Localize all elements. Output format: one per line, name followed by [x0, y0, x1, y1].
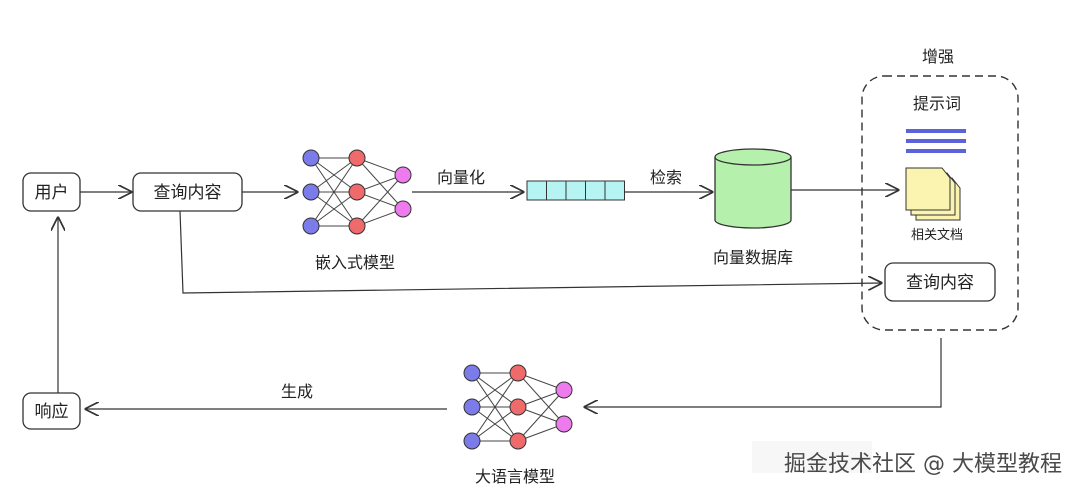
response-node: 响应 — [22, 392, 81, 430]
vector-db-cylinder — [714, 148, 792, 229]
embedding-input-neuron — [302, 183, 320, 201]
watermark-text: 掘金技术社区 @ 大模型教程 — [784, 452, 1062, 477]
embedding-model-label: 嵌入式模型 — [315, 253, 395, 272]
embedding-connection — [310, 157, 358, 193]
llm-connection — [471, 406, 519, 442]
query-left-node: 查询内容 — [132, 172, 243, 212]
embedding-output-neuron — [394, 200, 412, 218]
query-right-label: 查询内容 — [906, 273, 974, 293]
augment-container — [861, 75, 1019, 331]
embedding-output-neuron — [394, 166, 412, 184]
documents-icon — [905, 167, 961, 221]
llm-input-neuron — [463, 398, 481, 416]
vector-cell — [585, 180, 606, 201]
watermark: 掘金技术社区 @ 大模型教程 — [752, 441, 1062, 477]
embedding-hidden-neuron — [348, 149, 366, 167]
llm-connection — [471, 372, 519, 408]
llm-connection — [517, 389, 565, 442]
user-label: 用户 — [35, 183, 69, 203]
vector-db-label: 向量数据库 — [713, 248, 793, 267]
related-docs-label: 相关文档 — [911, 228, 963, 243]
embedding-hidden-neuron — [348, 183, 366, 201]
prompt-lines-icon — [906, 129, 966, 153]
vector-cell — [565, 180, 586, 201]
vector — [526, 180, 625, 201]
query-right-node: 查询内容 — [884, 262, 996, 302]
embedding-input-neuron — [302, 217, 320, 235]
vector-cell — [604, 180, 625, 201]
arrow-augment-to-llm — [585, 338, 942, 407]
prompt-label: 提示词 — [913, 94, 961, 113]
llm-label: 大语言模型 — [475, 467, 555, 486]
vector-cell — [546, 180, 567, 201]
embedding-hidden-neuron — [348, 217, 366, 235]
embedding-connection — [310, 157, 358, 227]
llm-hidden-neuron — [509, 364, 527, 382]
retrieve-label: 检索 — [650, 168, 682, 187]
llm-input-neuron — [463, 432, 481, 450]
vector-cell — [526, 180, 547, 201]
augment-label: 增强 — [922, 47, 954, 66]
llm-input-neuron — [463, 364, 481, 382]
llm-connection — [471, 372, 519, 442]
llm-output-neuron — [555, 381, 573, 399]
embedding-connection — [356, 174, 404, 227]
llm-hidden-neuron — [509, 432, 527, 450]
embedding-input-neuron — [302, 149, 320, 167]
llm-hidden-neuron — [509, 398, 527, 416]
llm-network — [463, 364, 573, 450]
response-label: 响应 — [35, 402, 69, 422]
embedding-model-network — [302, 149, 412, 235]
user-node: 用户 — [22, 172, 81, 212]
embedding-connection — [310, 191, 358, 227]
generate-label: 生成 — [281, 382, 313, 401]
arrow-query-to-augment — [179, 210, 881, 294]
query-left-label: 查询内容 — [154, 183, 222, 203]
llm-output-neuron — [555, 415, 573, 433]
vectorize-label: 向量化 — [437, 168, 485, 187]
